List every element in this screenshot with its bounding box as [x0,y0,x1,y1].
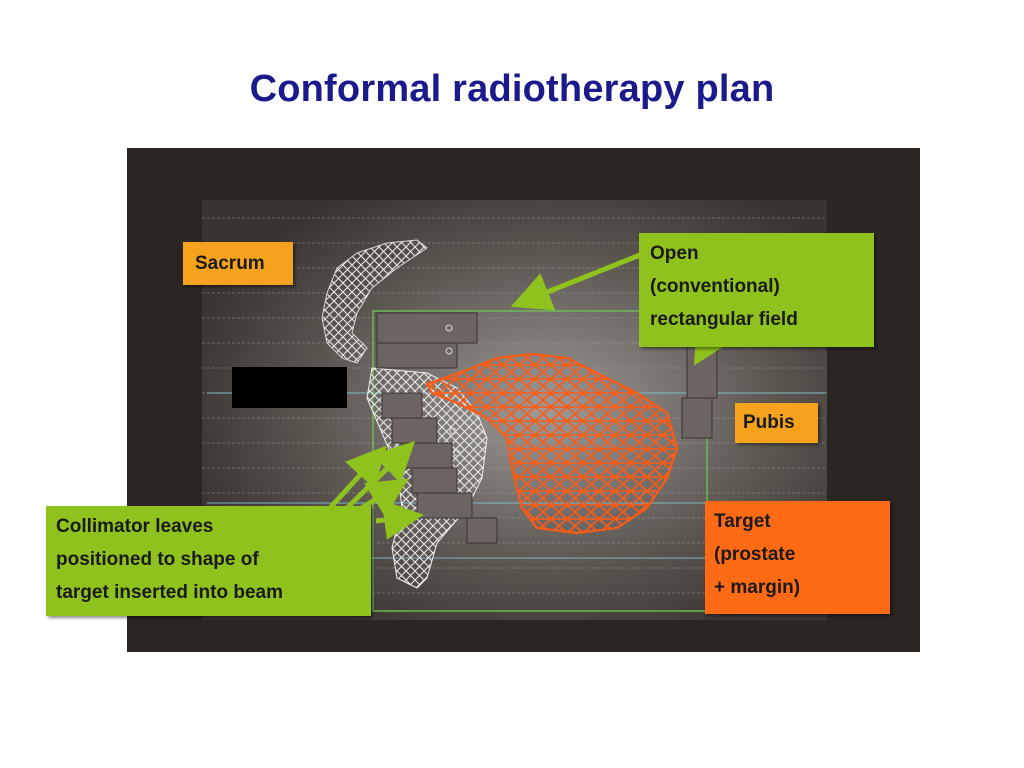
pubis-label: Pubis [735,403,818,443]
redaction-box [232,367,347,408]
target-line-3: + margin) [714,577,801,598]
pubis-label-text: Pubis [743,412,795,433]
target-label: Target (prostate + margin) [705,501,890,614]
open-field-label: Open (conventional) rectangular field [639,233,874,347]
open-field-line-2: (conventional) [650,276,780,297]
sacrum-label-text: Sacrum [195,253,265,274]
collimator-line-3: target inserted into beam [56,582,283,603]
collimator-label: Collimator leaves positioned to shape of… [46,506,371,616]
collimator-line-1: Collimator leaves [56,516,214,537]
open-field-line-1: Open [650,243,699,264]
collimator-line-2: positioned to shape of [56,549,259,570]
sacrum-label: Sacrum [183,242,293,285]
open-field-line-3: rectangular field [650,309,798,330]
target-line-1: Target [714,511,771,532]
slide-title: Conformal radiotherapy plan [249,68,775,110]
target-line-2: (prostate [714,544,796,565]
